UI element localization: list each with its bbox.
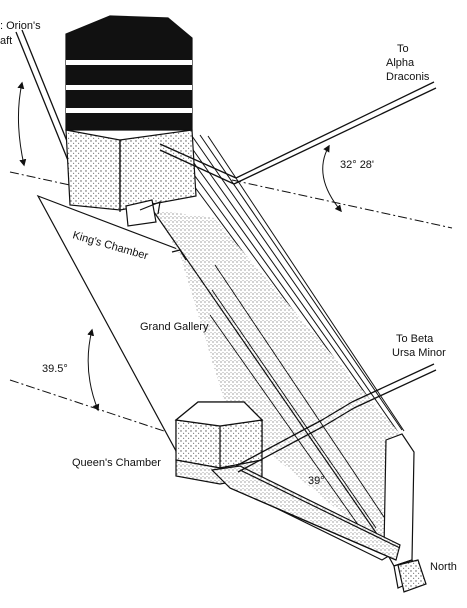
north-label: North [430, 561, 457, 573]
queens-chamber [174, 401, 401, 561]
alpha-label-line1: To [397, 43, 409, 55]
alpha-angle-label: 32° 28' [340, 159, 374, 171]
alpha-label-line2: Alpha [386, 57, 415, 69]
grand-gallery-label: Grand Gallery [140, 321, 209, 333]
orion-label-line1: : Orion's [0, 20, 41, 32]
alpha-label-line3: Draconis [386, 71, 430, 83]
beta-angle-label: 39° [308, 475, 325, 487]
queens-chamber-label: Queen's Chamber [72, 457, 161, 469]
alpha-angle-arc [322, 144, 342, 213]
orion-label-line2: aft [0, 35, 12, 47]
beta-label-line1: To Beta [396, 333, 434, 345]
orion-angle-arc [17, 81, 27, 167]
grand-gallery [36, 134, 427, 593]
beta-shaft [235, 363, 437, 473]
orion-lower-angle-label: 39.5° [42, 363, 68, 375]
kings-chamber [65, 15, 197, 227]
beta-label-line2: Ursa Minor [392, 347, 446, 359]
orion-lower-angle-arc [87, 328, 100, 412]
alpha-shaft [159, 81, 437, 185]
